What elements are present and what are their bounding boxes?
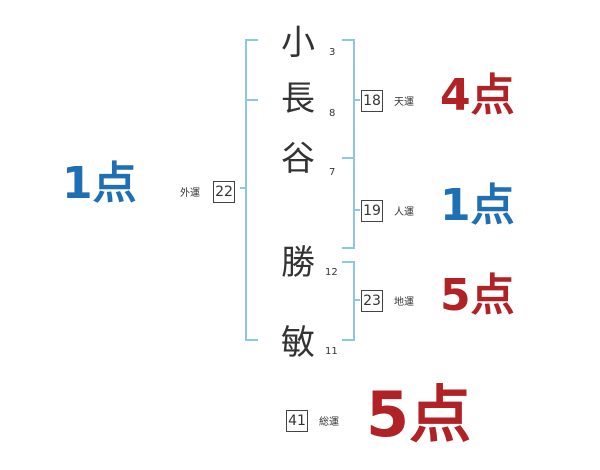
tenkaku-score: 4点 — [440, 70, 515, 121]
gaikaku-value-box: 22 — [213, 181, 235, 203]
stroke-count-4: 12 — [325, 267, 338, 278]
chikaku-score: 5点 — [440, 270, 515, 321]
stroke-count-2: 8 — [329, 108, 336, 119]
name-char-3: 谷 — [281, 139, 315, 179]
gaikaku-label: 外運 — [180, 188, 200, 199]
jinkaku-score: 1点 — [440, 180, 515, 231]
name-char-2: 長 — [281, 79, 315, 119]
gaikaku-bracket — [245, 39, 258, 341]
stroke-count-1: 3 — [329, 47, 336, 58]
tenkaku-value-box: 18 — [361, 90, 383, 112]
soukaku-value-box: 41 — [286, 410, 308, 432]
name-char-1: 小 — [281, 23, 315, 63]
soukaku-score: 5点 — [366, 378, 472, 451]
jinkaku-value-box: 19 — [361, 200, 383, 222]
gaikaku-score: 1点 — [62, 158, 137, 209]
name-char-4: 勝 — [281, 243, 315, 283]
tenkaku-bracket — [342, 39, 355, 159]
chikaku-label: 地運 — [394, 297, 414, 308]
name-char-5: 敏 — [281, 323, 315, 363]
tenkaku-label: 天運 — [394, 97, 414, 108]
jinkaku-label: 人運 — [394, 207, 414, 218]
stroke-count-3: 7 — [329, 167, 336, 178]
jinkaku-bracket — [342, 157, 355, 249]
stroke-count-5: 11 — [325, 346, 338, 357]
chikaku-bracket — [342, 261, 355, 341]
chikaku-value-box: 23 — [361, 290, 383, 312]
soukaku-label: 総運 — [319, 417, 339, 428]
